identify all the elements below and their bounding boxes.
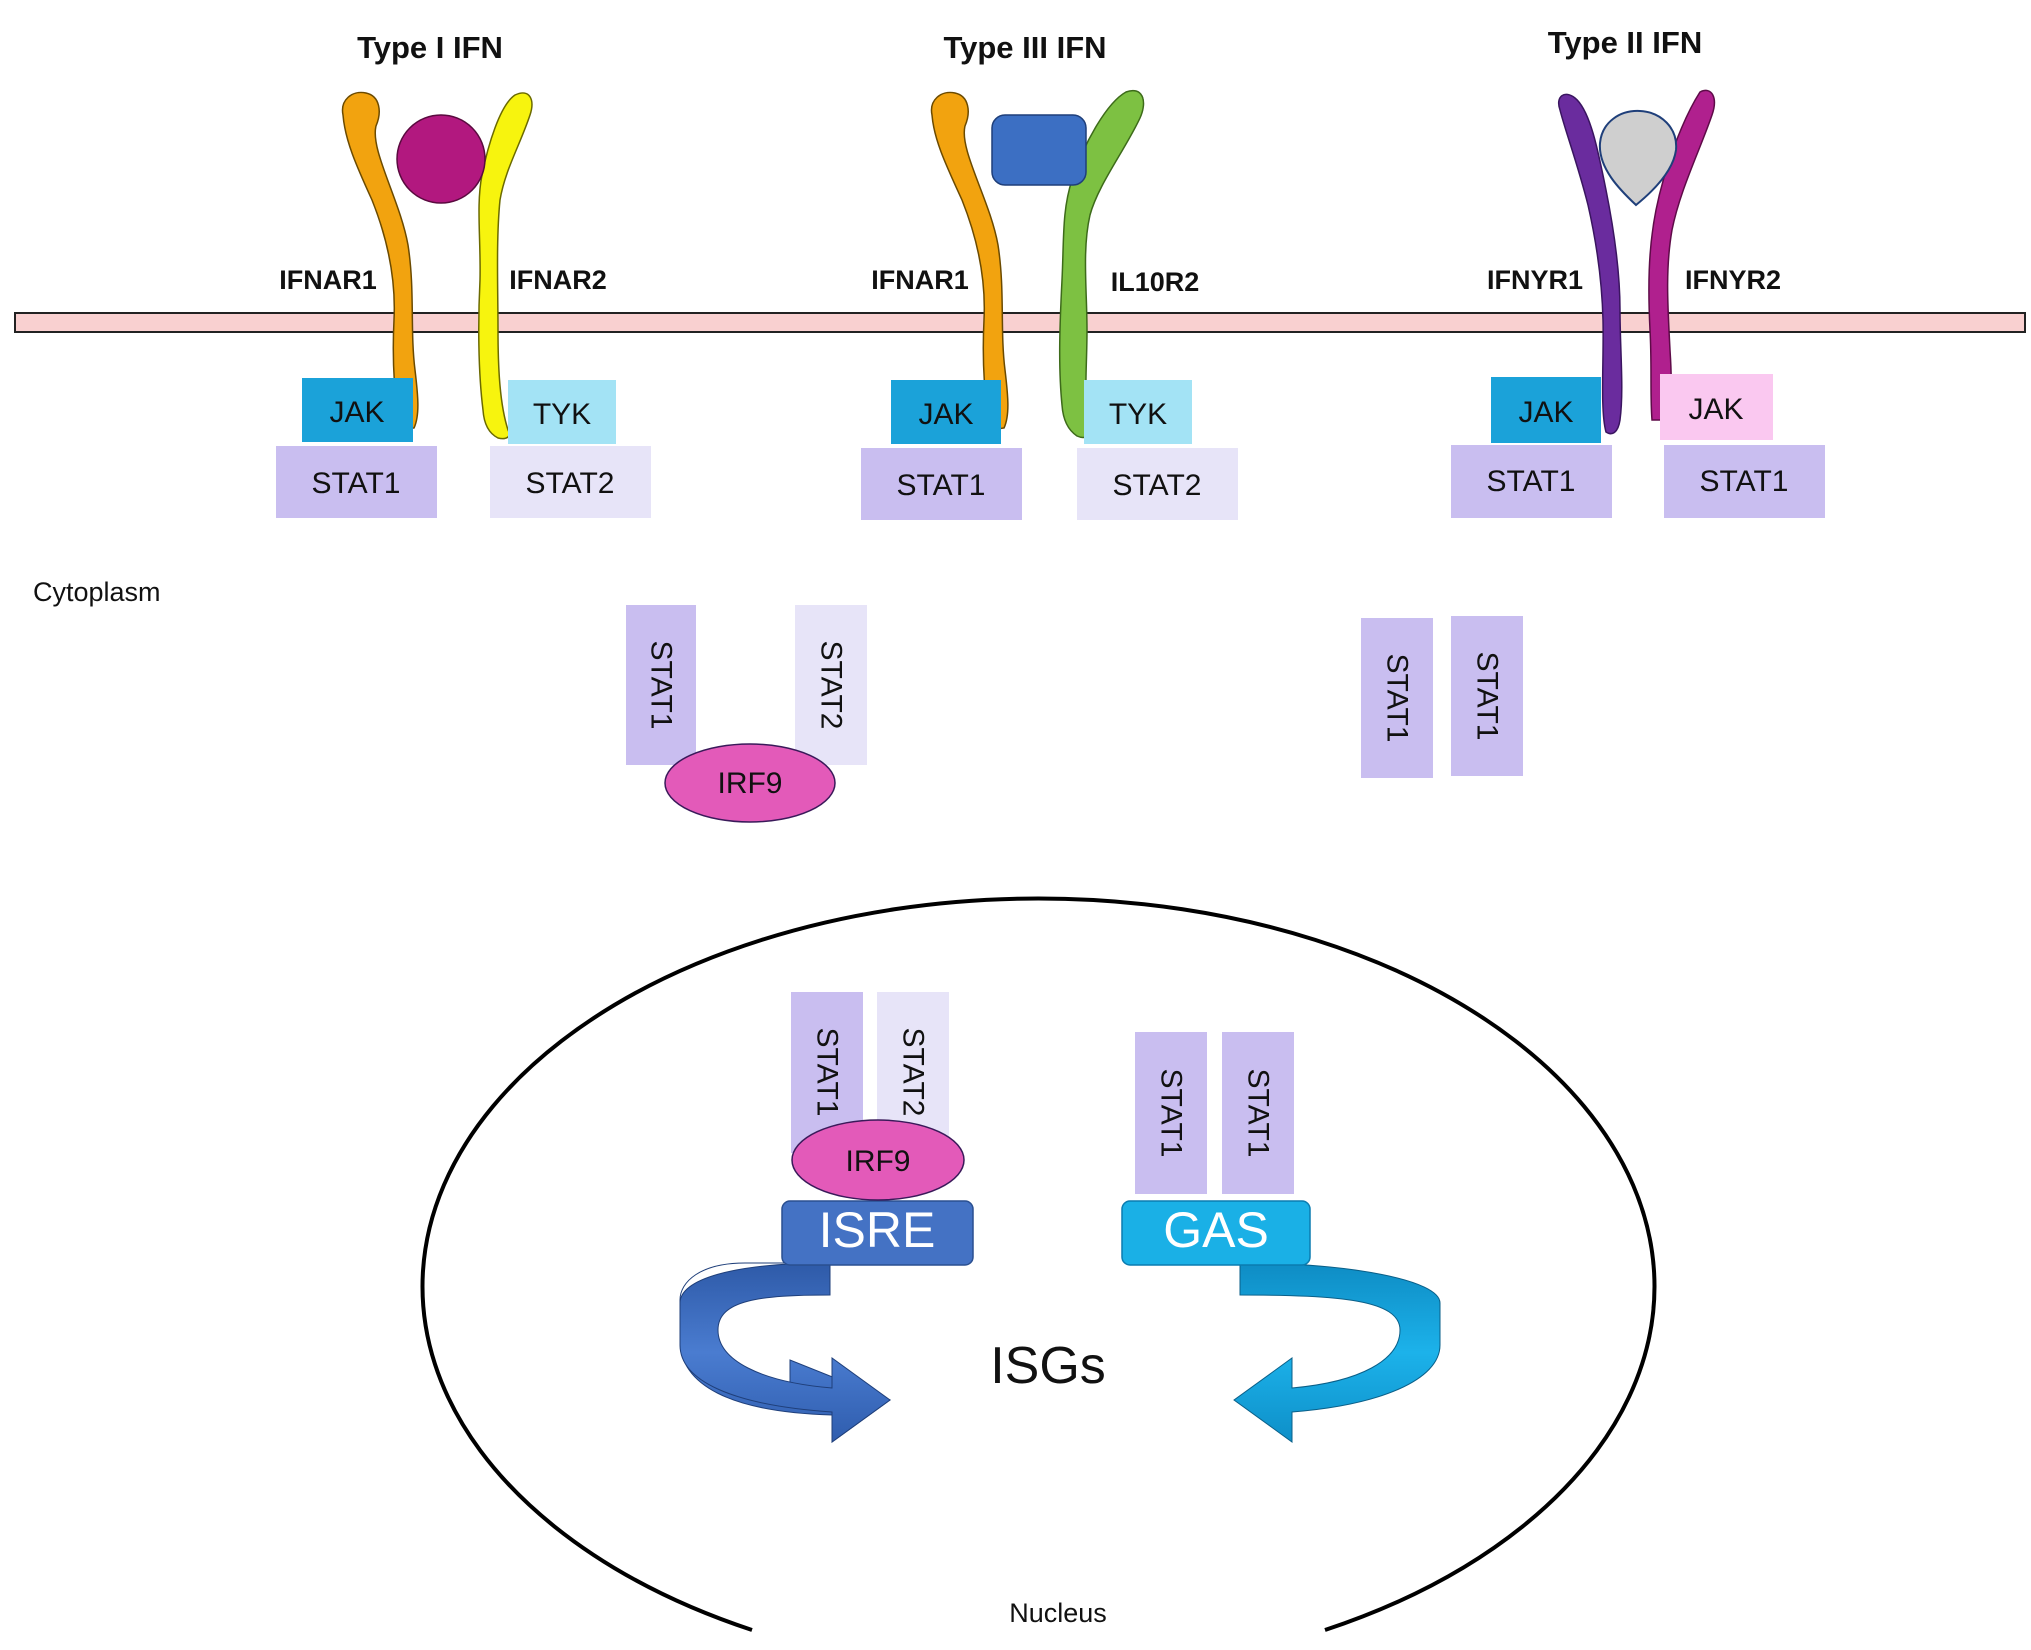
stat1-label: STAT1 <box>1381 654 1414 743</box>
stat1-box <box>276 446 437 518</box>
cytoplasm-label: Cytoplasm <box>33 577 161 607</box>
ifnar1-chain <box>341 91 419 431</box>
nucleus-label: Nucleus <box>1009 1598 1107 1628</box>
ifnar1-label: IFNAR1 <box>279 265 377 295</box>
stat1-label: STAT1 <box>312 467 401 500</box>
tyk-label: TYK <box>1109 398 1167 431</box>
irf9-protein <box>664 743 836 823</box>
jak-box <box>1491 377 1601 443</box>
jak-label: JAK <box>918 398 973 431</box>
nuclear-envelope <box>420 896 1657 1632</box>
stat1-box <box>626 605 696 765</box>
stat1-box <box>861 448 1022 520</box>
stat1-label: STAT1 <box>897 469 986 502</box>
stat1-box <box>1135 1032 1207 1194</box>
ifngr1-chain <box>1558 93 1623 435</box>
stat1-label: STAT1 <box>1487 465 1576 498</box>
cytoplasmic-isgf3-complex: STAT1 STAT2 IRF9 <box>626 605 867 823</box>
stat2-label: STAT2 <box>897 1028 930 1117</box>
isre-label: ISRE <box>819 1202 936 1258</box>
ifnar2-chain <box>478 92 533 440</box>
stat1-label: STAT1 <box>1242 1069 1275 1158</box>
jak-box <box>891 380 1001 444</box>
type-2-ifn-ligand <box>1598 109 1678 207</box>
stat2-box <box>795 605 867 765</box>
tyk-box <box>1084 380 1192 444</box>
stat1-box <box>1451 616 1523 776</box>
jak-label: JAK <box>1688 393 1743 426</box>
ifnar2-label: IFNAR2 <box>509 265 607 295</box>
type-3-ifn-receptor: Type III IFN IFNAR1 IL10R2 JAK TYK STAT1… <box>861 30 1238 520</box>
stat2-box <box>1077 448 1238 520</box>
isgs-label: ISGs <box>990 1337 1106 1395</box>
stat2-label: STAT2 <box>1113 469 1202 502</box>
irf9-label: IRF9 <box>717 767 782 800</box>
jak-label: JAK <box>1518 396 1573 429</box>
jak-label: JAK <box>329 396 384 429</box>
stat1-box <box>1361 618 1433 778</box>
type-1-ifn-title: Type I IFN <box>357 30 503 65</box>
type-1-ifn-ligand <box>396 114 486 204</box>
stat2-box <box>490 446 651 518</box>
ifnar1-chain <box>930 91 1009 431</box>
irf9-protein <box>791 1119 965 1201</box>
type-2-ifn-title: Type II IFN <box>1548 25 1702 60</box>
jak-box <box>1660 374 1773 440</box>
tyk-box <box>508 380 616 444</box>
stat1-box <box>1222 1032 1294 1194</box>
cytoplasmic-stat1-dimer: STAT1 STAT1 <box>1361 616 1523 778</box>
nucleus: Nucleus STAT1 STAT2 ISRE IRF9 STAT1 STAT… <box>420 896 1657 1632</box>
gas-label: GAS <box>1163 1202 1269 1258</box>
cell-membrane <box>14 312 2026 333</box>
ifngr2-label: IFNYR2 <box>1685 265 1781 295</box>
stat1-box <box>1451 445 1612 518</box>
stat1-label: STAT1 <box>645 641 678 730</box>
ifngr1-label: IFNYR1 <box>1487 265 1583 295</box>
stat1-label: STAT1 <box>811 1028 844 1117</box>
jak-box <box>302 378 413 442</box>
il10r2-label: IL10R2 <box>1111 267 1200 297</box>
stat1-label: STAT1 <box>1700 465 1789 498</box>
type-1-ifn-receptor: Type I IFN IFNAR1 IFNAR2 JAK TYK STAT1 S… <box>276 30 651 518</box>
isre-arrow-sweep <box>679 1262 891 1443</box>
stat1-label: STAT1 <box>1471 652 1504 741</box>
type-2-ifn-receptor: Type II IFN IFNYR1 IFNYR2 JAK JAK STAT1 … <box>1451 25 1825 518</box>
stat2-label: STAT2 <box>815 641 848 730</box>
irf9-label: IRF9 <box>845 1145 910 1178</box>
gas-transcription-arrow <box>1233 1262 1441 1443</box>
stat1-label: STAT1 <box>1155 1069 1188 1158</box>
type-3-ifn-ligand <box>991 114 1087 186</box>
tyk-label: TYK <box>533 398 591 431</box>
stat2-label: STAT2 <box>526 467 615 500</box>
type-3-ifn-title: Type III IFN <box>943 30 1106 65</box>
stat1-box <box>1664 445 1825 518</box>
gas-element <box>1121 1200 1311 1266</box>
ifnar1-label: IFNAR1 <box>871 265 969 295</box>
isre-element <box>781 1200 974 1266</box>
